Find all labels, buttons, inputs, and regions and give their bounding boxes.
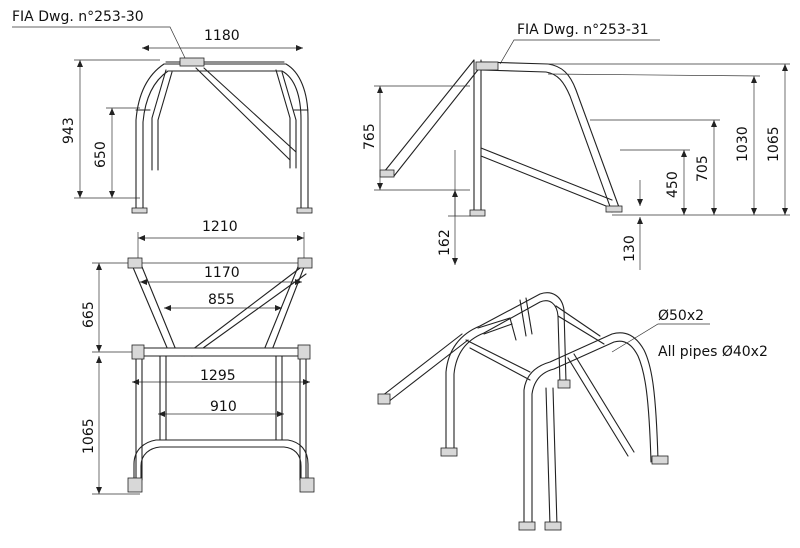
front-right-foot — [296, 207, 313, 214]
side-step-value: 162 — [437, 229, 453, 256]
side-view: FIA Dwg. n°253-31 765 162 1065 1030 — [362, 22, 790, 270]
side-rear-foot — [605, 205, 623, 213]
side-1065-value: 1065 — [766, 126, 782, 162]
front-view: FIA Dwg. n°253-30 1180 943 650 — [12, 9, 313, 214]
top-1065-value: 1065 — [81, 418, 97, 454]
front-width-value: 1180 — [204, 28, 240, 44]
top-1170-value: 1170 — [204, 265, 240, 281]
top-855-value: 855 — [208, 292, 235, 308]
side-450-value: 450 — [665, 171, 681, 198]
front-left-foot — [131, 207, 148, 214]
top-view: 1210 1170 855 1295 910 665 1065 — [81, 219, 315, 495]
main-hoop-pipe-label: Ø50x2 — [658, 308, 704, 324]
top-main-hoop — [135, 347, 309, 357]
top-665-value: 665 — [81, 301, 97, 328]
side-1030-value: 1030 — [735, 126, 751, 162]
side-705-value: 705 — [695, 155, 711, 182]
front-drawing-reference: FIA Dwg. n°253-30 — [12, 9, 144, 25]
top-910-value: 910 — [210, 399, 237, 415]
side-main-height-value: 765 — [362, 123, 378, 150]
top-1295-value: 1295 — [200, 368, 236, 384]
front-height-value: 943 — [61, 117, 77, 144]
side-front-foot — [469, 209, 486, 217]
top-1210-value: 1210 — [202, 219, 238, 235]
all-pipes-label: All pipes Ø40x2 — [658, 344, 768, 360]
side-130-value: 130 — [622, 235, 638, 262]
isometric-view: Ø50x2 All pipes Ø40x2 — [377, 292, 768, 531]
side-drawing-reference: FIA Dwg. n°253-31 — [517, 22, 649, 38]
front-brace-height-value: 650 — [93, 141, 109, 168]
